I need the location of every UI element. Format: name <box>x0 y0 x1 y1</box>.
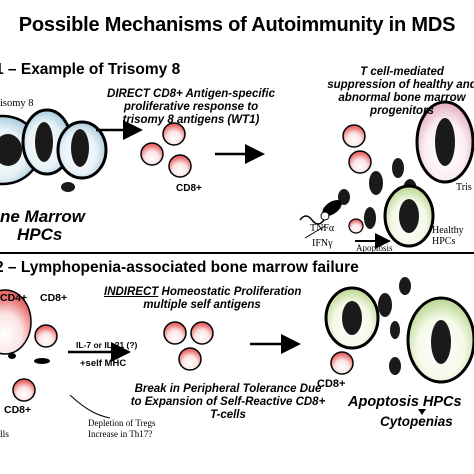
section-divider <box>0 252 474 254</box>
suppression-cluster <box>299 100 474 248</box>
treg-depletion-text: Depletion of Tregs Increase in Th17? <box>88 418 156 439</box>
cd8-label-section1: CD8+ <box>176 183 202 194</box>
trisomy-right-label: Tris <box>456 182 472 193</box>
ifn-gamma-label: IFNγ <box>312 238 333 249</box>
trisomy-label: isomy 8 <box>0 98 34 109</box>
cells-label-left: lls <box>0 430 9 440</box>
healthy-hpcs-label: Healthy HPCs <box>432 225 464 247</box>
bone-marrow-label: ne Marrow HPCs <box>0 207 86 244</box>
cd8-label-bottom: CD8+ <box>4 404 32 416</box>
cd4-label: CD4+ <box>0 292 28 304</box>
tcell-suppression-text: T cell-mediated suppression of healthy a… <box>327 66 474 117</box>
indirect-proliferation-text: INDIRECT Homeostatic Proliferation multi… <box>104 286 302 311</box>
tnf-line <box>304 225 326 239</box>
apoptosis-hpcs-label: Apoptosis HPCs <box>348 394 462 410</box>
cd8-label-right: CD8+ <box>317 378 346 390</box>
cd8-label-top: CD8+ <box>40 292 68 304</box>
bone-marrow-cluster <box>0 108 108 192</box>
self-mhc-label: +self MHC <box>80 358 127 369</box>
depletion-pointer <box>69 394 111 419</box>
section2-heading: 2 – Lymphopenia-associated bone marrow f… <box>0 259 359 276</box>
cytopenias-arrow <box>418 409 426 415</box>
apoptosis-cells <box>324 277 474 384</box>
cytopenias-label: Cytopenias <box>380 414 453 429</box>
break-tolerance-text: Break in Peripheral Tolerance Due to Exp… <box>130 383 326 421</box>
diagram-title: Possible Mechanisms of Autoimmunity in M… <box>18 14 456 36</box>
lymphopenia-cells <box>0 289 58 402</box>
section1-heading: 1 – Example of Trisomy 8 <box>0 61 181 78</box>
cd8-tcells-section1 <box>140 122 192 178</box>
direct-response-text: DIRECT CD8+ Antigen-specific proliferati… <box>107 88 275 126</box>
il7-il21-label: IL-7 or IL-21 (?) <box>76 340 138 350</box>
tnf-alpha-label: TNFα <box>310 223 335 234</box>
cd8-tcells-section2 <box>163 321 214 371</box>
apoptosis-label-section1: Apoptosis <box>356 243 393 253</box>
